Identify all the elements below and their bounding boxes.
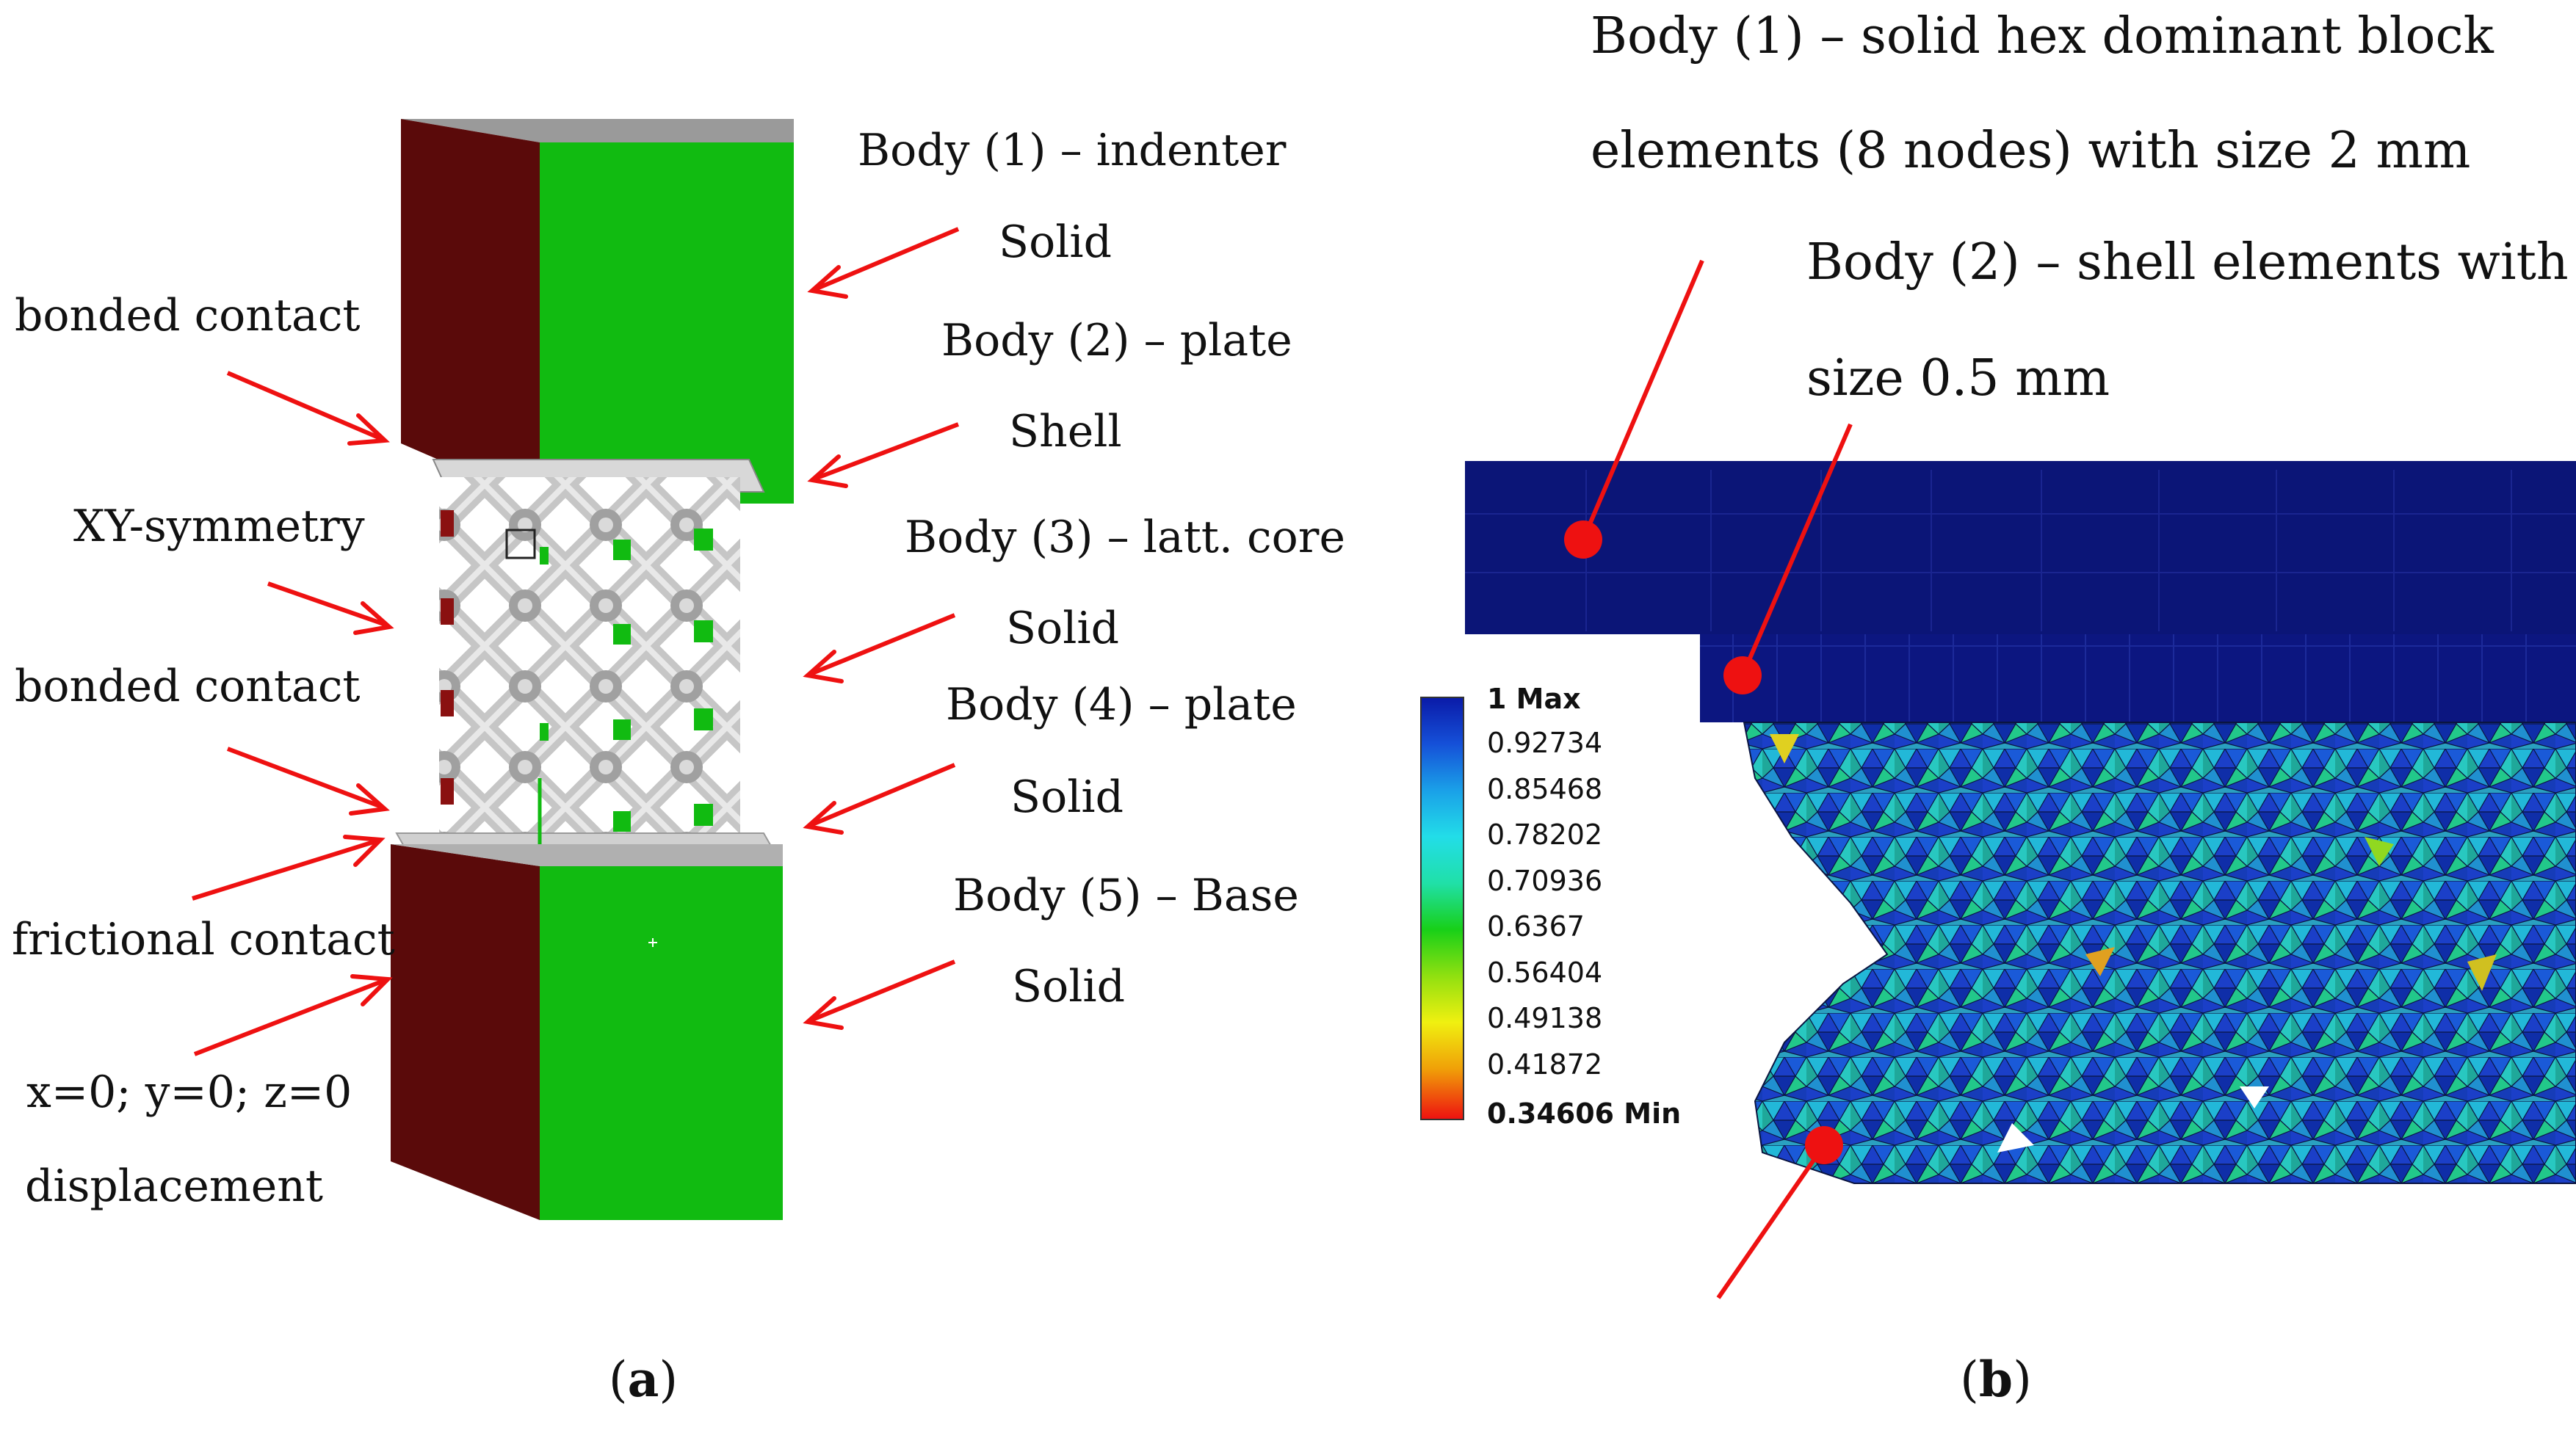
pointer-dot-body1 xyxy=(1564,520,1602,559)
caption-a-close: ) xyxy=(659,1351,678,1408)
label-body3-type: Solid xyxy=(1006,603,1119,654)
indenter-front-face xyxy=(540,142,794,504)
color-legend: 1 Max 0.92734 0.85468 0.78202 0.70936 0.… xyxy=(1420,683,1681,1130)
caption-b: (b) xyxy=(1960,1351,2032,1408)
caption-b-open: ( xyxy=(1960,1351,1979,1408)
base-block xyxy=(391,844,783,1220)
label-bonded-contact-bottom: bonded contact xyxy=(15,661,361,712)
caption-b-close: ) xyxy=(2013,1351,2032,1408)
annotation-line4: size 0.5 mm xyxy=(1806,349,2110,407)
base-side-face xyxy=(391,844,540,1220)
annotation-line3: Body (2) – shell elements with xyxy=(1806,233,2569,291)
label-body1-type: Solid xyxy=(999,217,1112,268)
annotation-line1: Body (1) – solid hex dominant block xyxy=(1591,7,2494,65)
label-body2-type: Shell xyxy=(1009,406,1122,457)
legend-label-0: 1 Max xyxy=(1487,683,1581,715)
indenter-block xyxy=(401,119,794,504)
legend-label-3: 0.78202 xyxy=(1487,819,1602,851)
lattice-nodes-left xyxy=(441,510,454,805)
legend-label-7: 0.49138 xyxy=(1487,1002,1602,1034)
legend-label-4: 0.70936 xyxy=(1487,865,1602,897)
caption-a-letter: a xyxy=(628,1351,659,1408)
pointer-dot-body3 xyxy=(1805,1126,1843,1164)
indenter-side-face xyxy=(401,119,540,504)
label-body2: Body (2) – plate xyxy=(941,315,1292,366)
label-xy-symmetry: XY-symmetry xyxy=(73,501,365,552)
label-body1: Body (1) – indenter xyxy=(858,125,1287,176)
legend-labels: 1 Max 0.92734 0.85468 0.78202 0.70936 0.… xyxy=(1487,683,1681,1130)
lattice-mesh xyxy=(1743,722,2576,1184)
lattice-core xyxy=(439,477,740,852)
left-arrows xyxy=(192,371,394,1056)
base-top-face xyxy=(391,844,783,866)
pointer-dot-body2 xyxy=(1723,656,1762,694)
lattice-nodes-green xyxy=(540,529,713,832)
caption-b-letter: b xyxy=(1979,1351,2013,1408)
legend-label-9: 0.34606 Min xyxy=(1487,1097,1681,1130)
indenter-top-face xyxy=(401,119,794,142)
base-center-mark xyxy=(648,938,657,947)
panel-b: Body (1) – solid hex dominant block elem… xyxy=(1420,7,2576,1408)
label-bonded-contact-top: bonded contact xyxy=(15,290,361,341)
label-body4: Body (4) – plate xyxy=(946,679,1297,730)
pointer-line-body2 xyxy=(1740,423,1853,677)
label-body5: Body (5) – Base xyxy=(953,870,1299,921)
label-displacement: displacement xyxy=(25,1161,323,1212)
legend-label-5: 0.6367 xyxy=(1487,910,1585,943)
fe-model xyxy=(1465,461,2576,1184)
label-displacement-values: x=0; y=0; z=0 xyxy=(26,1067,352,1118)
plate-mesh-lines xyxy=(1700,634,2576,722)
legend-color-bar xyxy=(1420,697,1464,1120)
pointers xyxy=(1564,259,1853,1299)
label-body4-type: Solid xyxy=(1010,772,1124,823)
base-front-face xyxy=(540,866,783,1220)
lattice-structure xyxy=(439,477,740,852)
indenter-mesh xyxy=(1465,461,2576,634)
legend-label-1: 0.92734 xyxy=(1487,727,1602,759)
mesh-accents xyxy=(1770,734,2497,1153)
pointer-line-body1 xyxy=(1581,259,1704,541)
caption-a-open: ( xyxy=(609,1351,628,1408)
annotation-line2: elements (8 nodes) with size 2 mm xyxy=(1591,122,2470,180)
panel-a: bonded contact XY-symmetry bonded contac… xyxy=(12,119,1345,1408)
label-body5-type: Solid xyxy=(1012,961,1125,1012)
label-frictional-contact: frictional contact xyxy=(12,914,395,965)
legend-label-2: 0.85468 xyxy=(1487,773,1602,805)
caption-a: (a) xyxy=(609,1351,678,1408)
lattice-highlight-box xyxy=(505,529,536,559)
label-body3: Body (3) – latt. core xyxy=(905,512,1345,563)
pointer-line-body3 xyxy=(1716,1144,1826,1299)
plate-mesh xyxy=(1700,634,2576,722)
legend-label-6: 0.56404 xyxy=(1487,957,1602,989)
right-arrows xyxy=(803,227,960,1030)
legend-label-8: 0.41872 xyxy=(1487,1048,1602,1081)
